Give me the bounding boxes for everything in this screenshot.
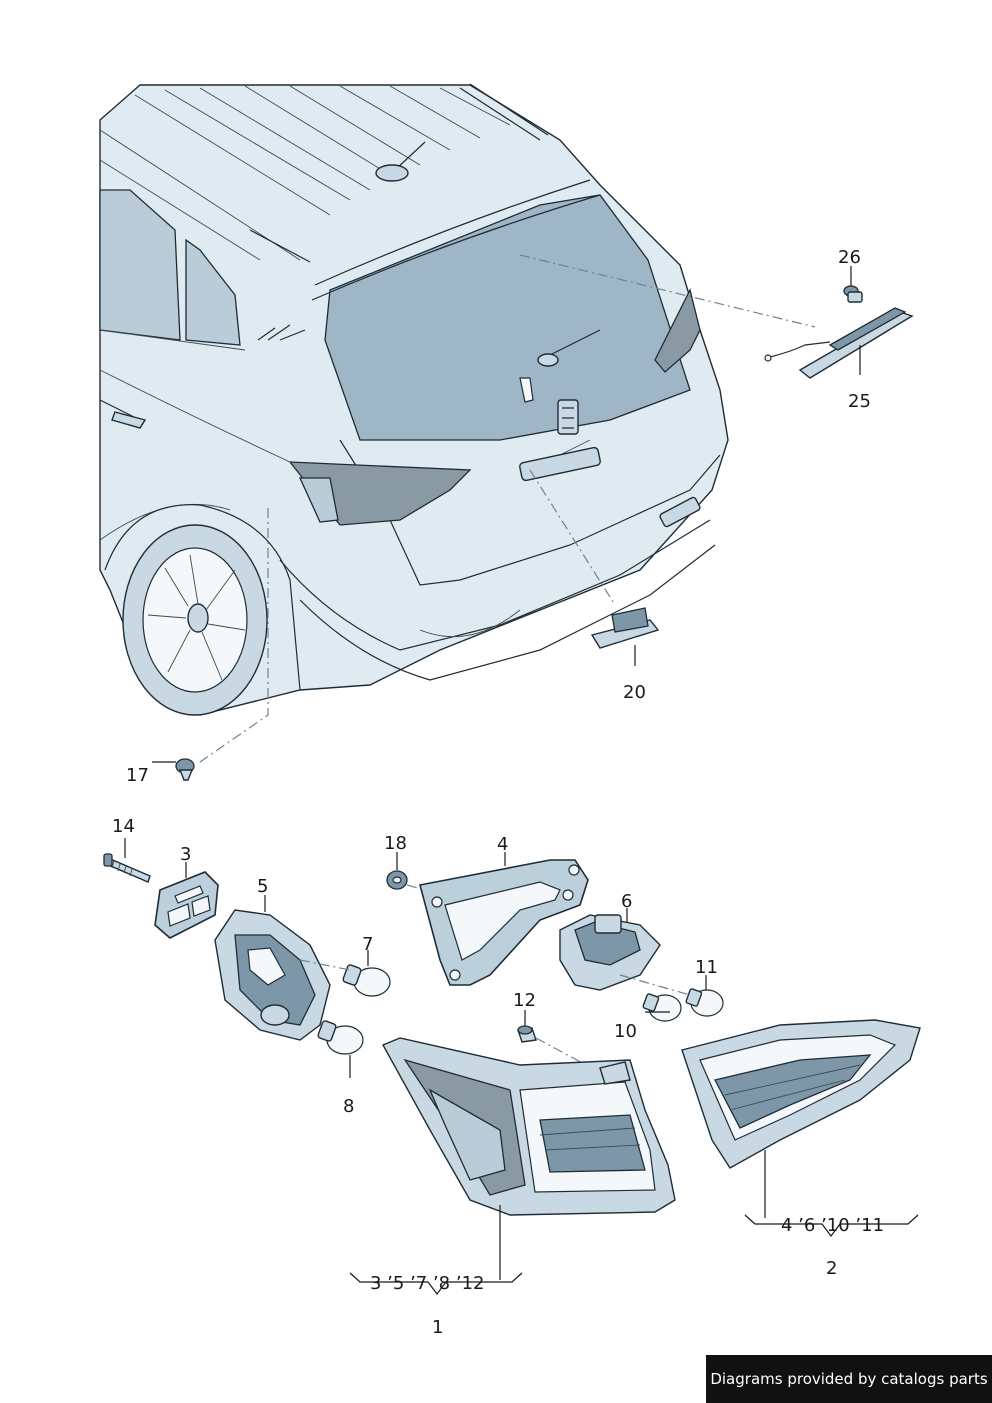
label-4: 4 bbox=[497, 834, 508, 855]
label-6: 6 bbox=[621, 891, 632, 912]
part-17-clip bbox=[152, 758, 195, 781]
label-14: 14 bbox=[112, 816, 135, 837]
part-5-bulb-holder bbox=[214, 895, 331, 1041]
label-26: 26 bbox=[838, 247, 861, 268]
group-bracket-1 bbox=[349, 1272, 523, 1295]
label-8: 8 bbox=[343, 1096, 354, 1117]
label-17: 17 bbox=[126, 765, 149, 786]
label-20: 20 bbox=[623, 682, 646, 703]
label-group-2: 4 ’6 ’10 ’11 bbox=[781, 1215, 884, 1236]
label-group-1: 3 ’5 ’7 ’8 ’12 bbox=[370, 1273, 485, 1294]
part-18-grommet bbox=[386, 852, 426, 891]
label-11: 11 bbox=[695, 957, 718, 978]
part-8-bulb bbox=[317, 1020, 364, 1078]
footer-text: Diagrams provided by catalogs parts bbox=[710, 1370, 988, 1388]
label-10: 10 bbox=[614, 1021, 637, 1042]
label-7: 7 bbox=[362, 934, 373, 955]
car-rear-view bbox=[99, 83, 729, 716]
part-10-bulb bbox=[642, 993, 682, 1022]
part-12-clip bbox=[517, 1010, 611, 1079]
label-25: 25 bbox=[848, 391, 871, 412]
part-26-screw bbox=[843, 266, 863, 303]
group-bracket-2 bbox=[744, 1214, 919, 1237]
label-2: 2 bbox=[826, 1258, 837, 1279]
part-1-outer-tail-light bbox=[382, 1037, 676, 1280]
label-3: 3 bbox=[180, 844, 191, 865]
part-7-bulb bbox=[299, 950, 391, 997]
footer-credit: Diagrams provided by catalogs parts bbox=[706, 1355, 992, 1403]
label-5: 5 bbox=[257, 876, 268, 897]
part-20-license-plate-light bbox=[590, 607, 660, 666]
part-4-gasket bbox=[419, 852, 589, 986]
label-1: 1 bbox=[432, 1317, 443, 1338]
part-3-gasket bbox=[154, 862, 219, 939]
label-18: 18 bbox=[384, 833, 407, 854]
part-11-bulb bbox=[619, 974, 724, 1017]
part-2-inner-tail-light bbox=[681, 1019, 921, 1218]
part-14-bolt bbox=[103, 838, 151, 883]
label-12: 12 bbox=[513, 990, 536, 1011]
part-25-brake-light bbox=[764, 307, 914, 379]
part-6-bulb-holder bbox=[559, 908, 661, 991]
